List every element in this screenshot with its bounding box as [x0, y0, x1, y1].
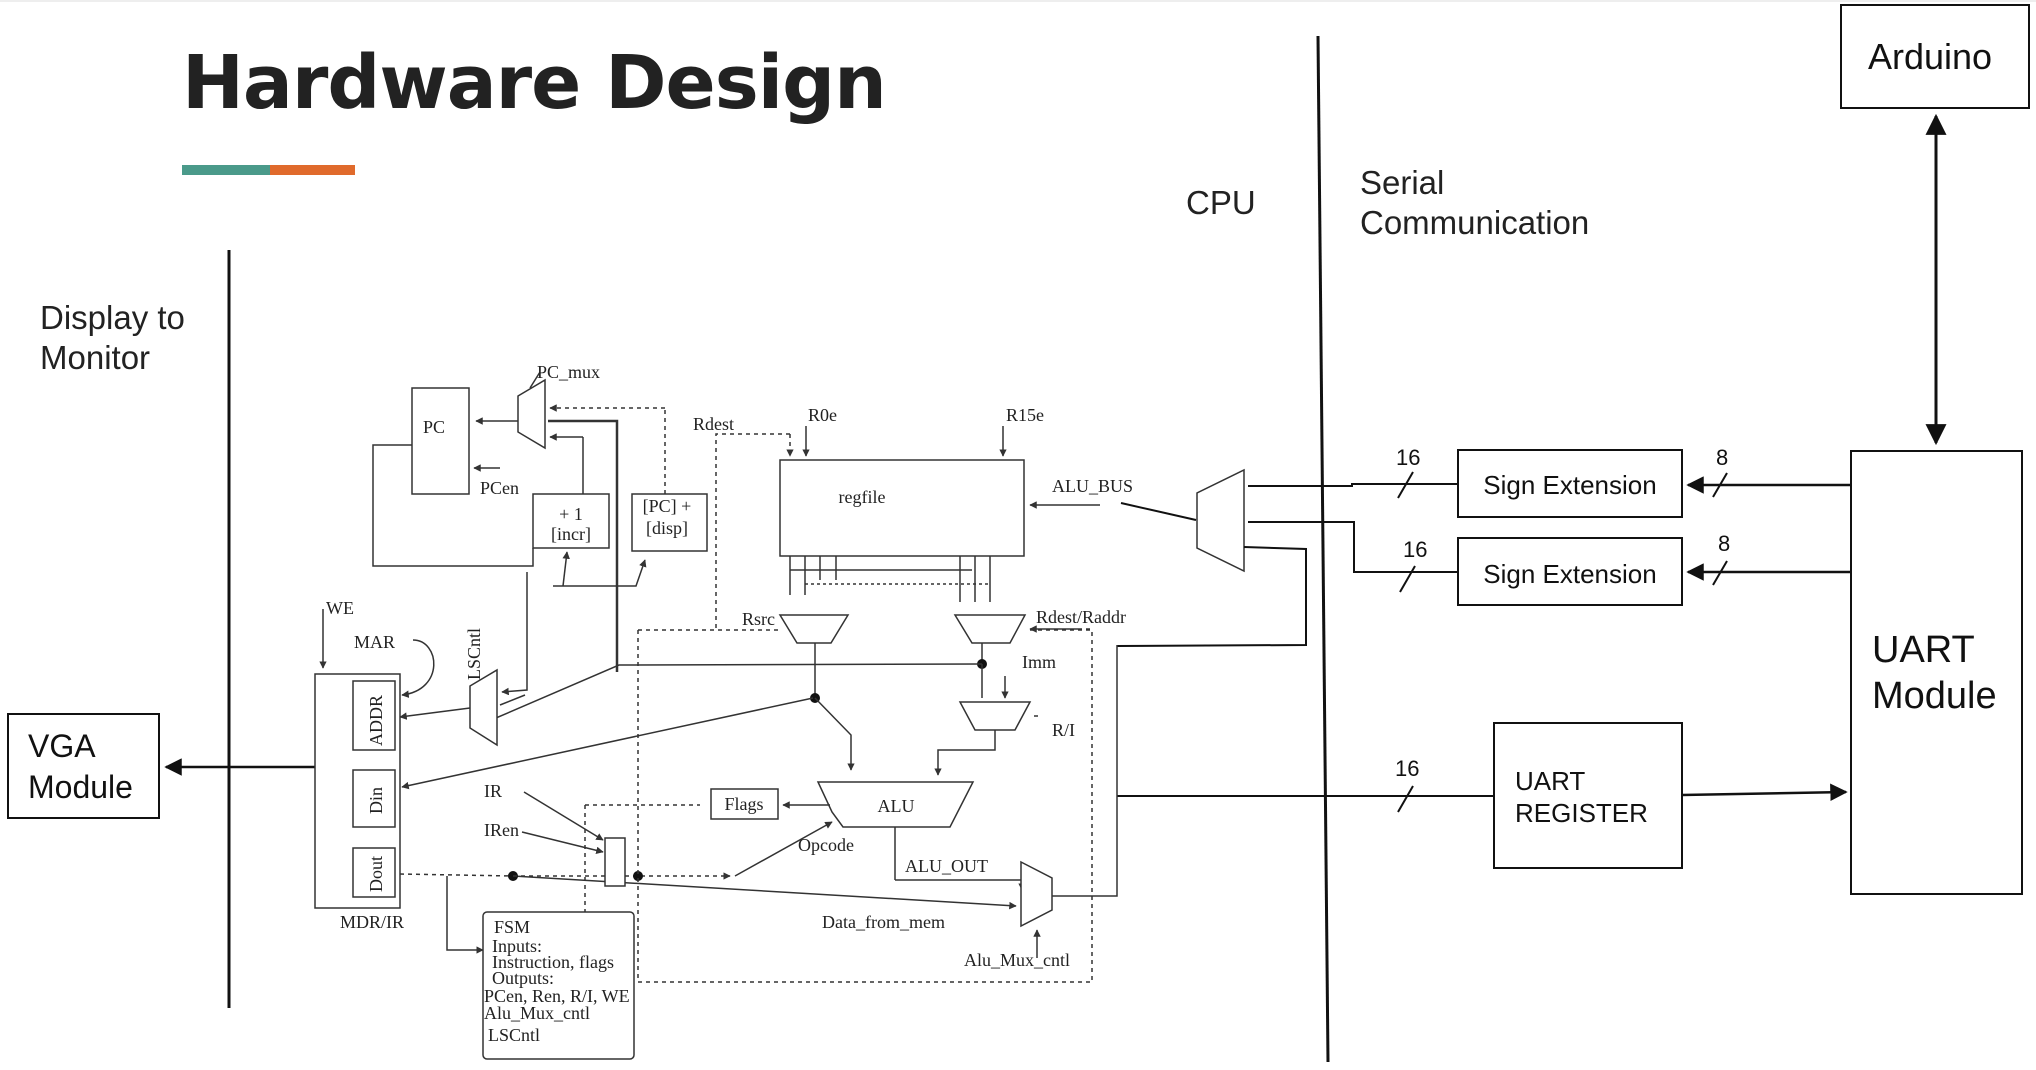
rsrc-label: Rsrc [742, 609, 775, 629]
vga-label-2: Module [28, 769, 133, 805]
fsm-outputs-2: Alu_Mux_cntl [484, 1003, 590, 1023]
uart-module-label-2: Module [1872, 675, 1997, 717]
alu-out-label: ALU_OUT [905, 856, 988, 876]
data-from-mem-label: Data_from_mem [822, 912, 945, 932]
alu-mux-cntl-label: Alu_Mux_cntl [964, 950, 1070, 970]
imm-label: Imm [1022, 652, 1056, 672]
sign2-to-mux-wire [1248, 521, 1458, 573]
fsm-inputs-value: Instruction, flags [492, 952, 614, 972]
bus-slash-sign2-in [1712, 560, 1728, 586]
uart-module-block: UART Module [1850, 450, 2023, 895]
vga-module-block: VGA Module [7, 713, 160, 819]
accent-bar-teal [182, 165, 270, 175]
pcen-label: PCen [480, 478, 519, 498]
sign-extension-1-label: Sign Extension [1483, 470, 1656, 500]
uart-register-label-2: REGISTER [1515, 798, 1648, 828]
r15e-label: R15e [1006, 405, 1044, 425]
mar-label: MAR [354, 632, 395, 652]
accent-bar-orange [270, 165, 355, 175]
ri-label: R/I [1052, 720, 1075, 740]
uart-register-to-uart-arrow [1681, 783, 1848, 802]
fsm-outputs-3: LSCntl [488, 1025, 540, 1045]
lscntl-label: LSCntl [464, 628, 484, 680]
sign-extension-2: Sign Extension [1457, 537, 1683, 606]
r0e-label: R0e [808, 405, 837, 425]
divider-cpu-serial [1316, 35, 1330, 1063]
bus-slash-uart-reg [1397, 785, 1414, 813]
bus-slash-sign2-out [1399, 565, 1416, 593]
fsm-outputs-label: Outputs: [492, 968, 554, 988]
input-mux [1196, 468, 1245, 573]
cpu-datapath [314, 371, 1118, 1060]
uart-register-block: UART REGISTER [1493, 722, 1683, 869]
mux-to-alu-bus-wire [1120, 502, 1197, 521]
uart-register-label-1: UART [1515, 766, 1585, 796]
bus-width-sign2-out: 16 [1403, 537, 1427, 562]
addr-label: ADDR [366, 695, 386, 746]
iren-label: IRen [484, 820, 519, 840]
vga-label-1: VGA [28, 728, 96, 764]
we-label: WE [326, 598, 354, 618]
bus-width-sign1-out: 16 [1396, 445, 1420, 470]
alu-label: ALU [878, 796, 915, 816]
regfile-label: regfile [839, 487, 886, 507]
bus-slash-sign1-out [1397, 471, 1414, 499]
arduino-label: Arduino [1868, 36, 1992, 77]
sign-extension-1: Sign Extension [1457, 449, 1683, 518]
fsm-outputs-1: PCen, Ren, R/I, WE [484, 986, 630, 1006]
disp-label-1: [PC] + [643, 496, 692, 516]
disp-label-2: [disp] [646, 518, 688, 538]
rdest-label: Rdest [693, 414, 734, 434]
uart-module-label-1: UART [1872, 629, 1975, 671]
bus-width-sign1-in: 8 [1716, 445, 1728, 470]
sign1-to-mux-wire [1248, 483, 1458, 487]
pc-label: PC [423, 417, 445, 437]
incr-label-2: [incr] [551, 524, 591, 544]
din-label: Din [366, 787, 386, 814]
section-label-serial: Serial Communication [1360, 164, 1590, 241]
section-label-cpu: CPU [1186, 184, 1256, 221]
alu-bus-label: ALU_BUS [1052, 476, 1133, 496]
slide-title: Hardware Design [182, 40, 887, 126]
incr-label-1: + 1 [559, 504, 583, 524]
bus-slash-sign1-in [1712, 472, 1728, 498]
opcode-label: Opcode [798, 835, 854, 855]
sign-extension-2-label: Sign Extension [1483, 559, 1656, 589]
section-label-display: Display to Monitor [40, 299, 185, 376]
dout-label: Dout [366, 856, 386, 892]
mux-output-wire [1116, 546, 1307, 647]
bus-width-sign2-in: 8 [1718, 531, 1730, 556]
fsm-title: FSM [494, 917, 530, 937]
rdest-raddr-label: Rdest/Raddr [1036, 607, 1126, 627]
bus-width-uart-reg: 16 [1395, 756, 1419, 781]
ir-label: IR [484, 781, 502, 801]
flags-label: Flags [724, 794, 763, 814]
mdr-ir-label: MDR/IR [340, 912, 404, 932]
arduino-block: Arduino [1840, 4, 2030, 109]
fsm-inputs-label: Inputs: [492, 936, 542, 956]
pc-mux-label: PC_mux [537, 362, 600, 382]
